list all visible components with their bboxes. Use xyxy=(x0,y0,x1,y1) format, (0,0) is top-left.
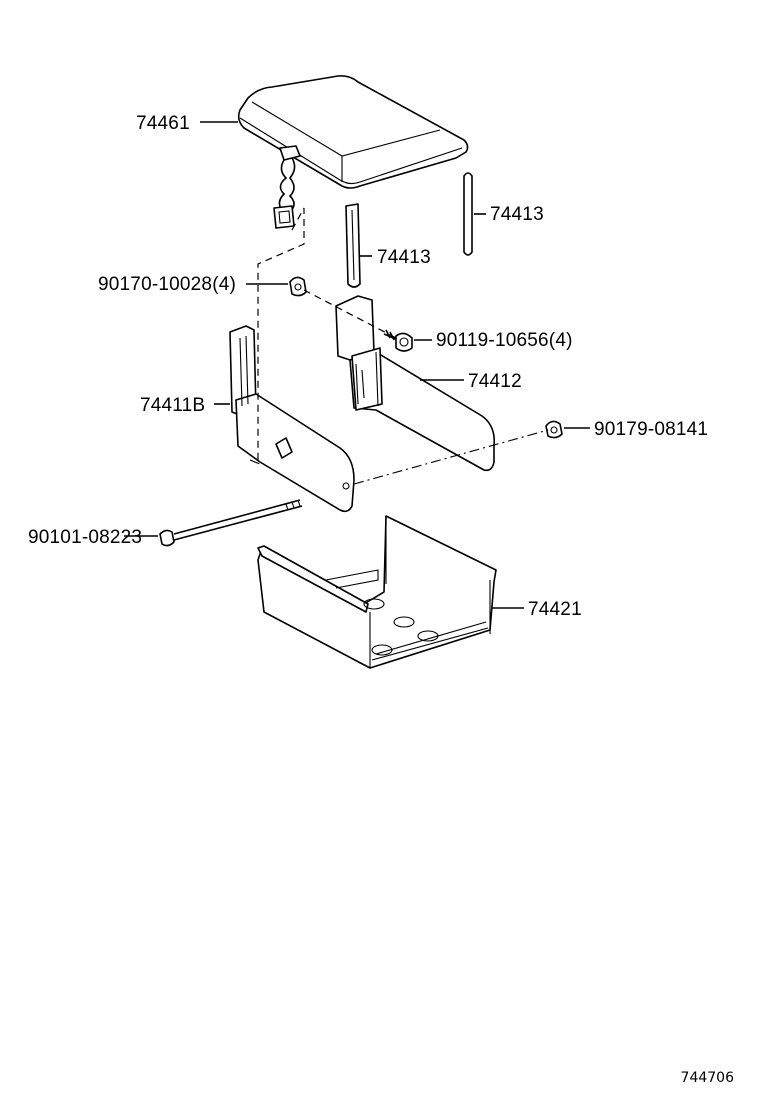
lid-part xyxy=(237,75,469,189)
label-90119-10656: 90119-10656(4) xyxy=(436,330,573,351)
label-90179-08141: 90179-08141 xyxy=(594,419,708,440)
assembly-lines xyxy=(249,207,549,485)
label-74411b: 74411B xyxy=(140,395,205,416)
tray-part xyxy=(257,515,497,669)
bracket-left-part xyxy=(229,325,355,513)
diagram-reference-number: 744706 xyxy=(680,1070,734,1086)
label-90101-08223: 90101-08223 xyxy=(28,527,142,548)
bracket-right-part xyxy=(335,295,496,472)
label-74421: 74421 xyxy=(528,599,582,620)
lid-strap xyxy=(273,145,301,229)
leader-lines xyxy=(124,121,590,609)
screw-part xyxy=(383,329,413,352)
label-74413-center: 74413 xyxy=(377,247,431,268)
rod-right-part xyxy=(463,172,473,256)
label-74461: 74461 xyxy=(136,113,190,134)
clip-part xyxy=(289,276,307,297)
label-74413-right: 74413 xyxy=(490,204,544,225)
label-90170-10028: 90170-10028(4) xyxy=(98,274,236,295)
bolt-part xyxy=(159,499,303,547)
rod-center-part xyxy=(345,203,361,288)
nut-part xyxy=(545,420,563,439)
label-74412: 74412 xyxy=(468,371,522,392)
